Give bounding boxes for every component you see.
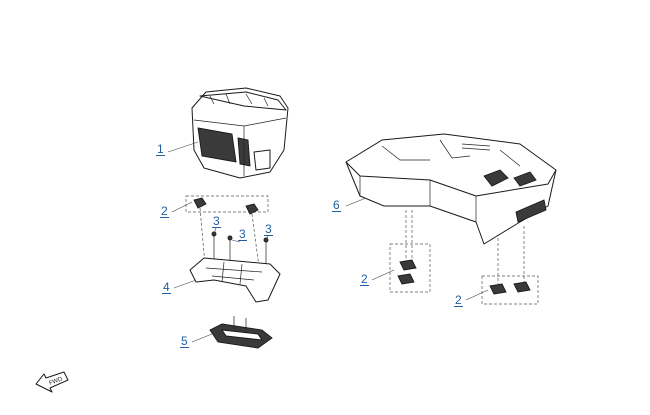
callout-2-left: 2	[160, 204, 169, 218]
leader-lines	[167, 141, 489, 343]
cargo-box-part-6	[345, 133, 557, 245]
fwd-label: FWD	[48, 376, 64, 387]
callout-3-third: 3	[264, 222, 273, 236]
storage-box-part-1	[191, 87, 289, 179]
fasteners-part-2-right	[481, 226, 539, 305]
fasteners-part-2-middle	[389, 210, 431, 293]
fasteners-part-2-left	[185, 195, 269, 291]
callout-3-second: 3	[238, 227, 247, 241]
bracket-part-5	[209, 316, 273, 349]
callout-6: 6	[332, 198, 341, 212]
callout-4: 4	[162, 280, 171, 294]
callout-1: 1	[156, 142, 165, 156]
callout-2-middle: 2	[360, 272, 369, 286]
callout-5: 5	[180, 334, 189, 348]
callout-2-right: 2	[454, 293, 463, 307]
forward-direction-arrow: FWD	[35, 371, 69, 393]
mounting-plate-part-4	[189, 257, 281, 303]
callout-3-first: 3	[212, 214, 221, 228]
